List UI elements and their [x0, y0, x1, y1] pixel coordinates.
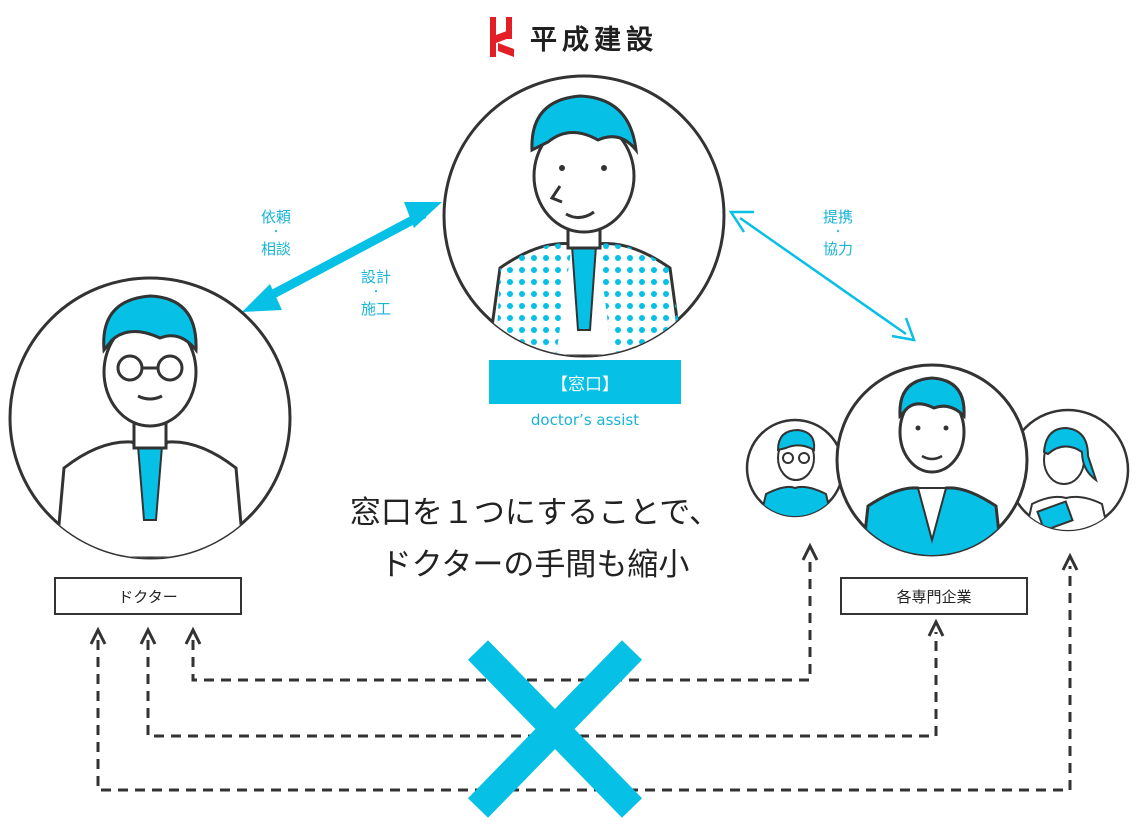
window-label-box: 【窓口】	[489, 360, 681, 404]
main-message: 窓口を１つにすることで、 ドクターの手間も縮小	[300, 487, 770, 591]
doctor-avatar	[8, 276, 292, 560]
label-request: 依頼	[260, 208, 291, 226]
label-partnership-cooperation: 提携 ・ 協力	[808, 206, 868, 260]
doctor-label-box: ドクター	[54, 577, 242, 615]
label-partnership: 提携	[822, 208, 853, 226]
arrow-window-companies	[728, 210, 916, 342]
dashed-arrowheads	[89, 542, 1079, 645]
label-consult: 相談	[260, 240, 291, 258]
brand-header: 平成建設	[488, 14, 658, 60]
company-person-3-avatar	[1006, 408, 1130, 532]
company-person-2-avatar	[835, 363, 1029, 557]
cross-mark-icon	[467, 640, 643, 818]
window-sub-label: doctor’s assist	[530, 411, 640, 429]
label-cooperation: 協力	[822, 240, 853, 258]
brand-name: 平成建設	[530, 24, 658, 56]
message-line-2: ドクターの手間も縮小	[380, 547, 690, 583]
route-doctor-company2	[146, 632, 938, 738]
label-design: 設計	[360, 268, 391, 286]
companies-label-box: 各専門企業	[840, 577, 1028, 615]
label-separator: ・	[371, 287, 381, 298]
label-separator: ・	[271, 227, 281, 238]
message-line-1: 窓口を１つにすることで、	[349, 495, 721, 531]
heisei-logo-icon	[490, 17, 514, 57]
label-construction: 施工	[360, 300, 391, 318]
label-separator: ・	[833, 227, 843, 238]
window-person-avatar	[442, 74, 726, 358]
route-doctor-company3	[96, 566, 1072, 792]
label-design-construction: 設計 ・ 施工	[346, 266, 406, 320]
company-person-1-avatar	[745, 418, 845, 518]
label-request-consult: 依頼 ・ 相談	[246, 206, 306, 260]
arrow-doctor-window	[242, 202, 442, 312]
